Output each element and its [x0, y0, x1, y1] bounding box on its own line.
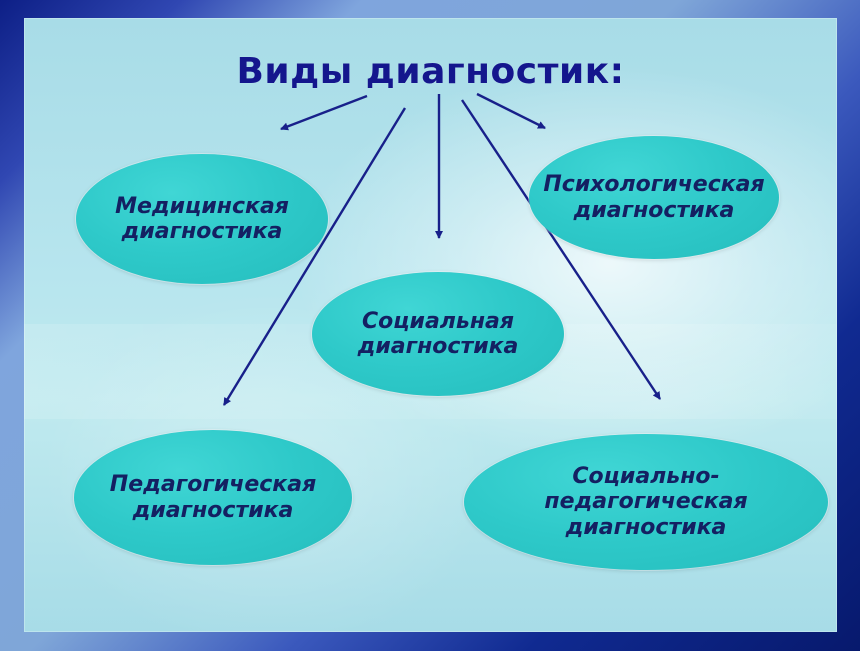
node-social-pedagogical: Социально-педагогическая диагностика [464, 434, 828, 570]
node-pedagogical: Педагогическая диагностика [74, 430, 352, 565]
arrow-to-social-pedagogical [460, 99, 662, 400]
diagram-title: Виды диагностик: [236, 51, 625, 92]
node-psychological: Психологическая диагностика [529, 136, 779, 259]
node-medical-label: Медицинская диагностика [115, 193, 289, 244]
node-social-pedagogical-label: Социально-педагогическая диагностика [544, 464, 748, 540]
node-social: Социальная диагностика [312, 272, 564, 396]
arrow-to-pedagogical [222, 107, 407, 406]
node-psychological-label: Психологическая диагностика [543, 172, 765, 223]
node-medical: Медицинская диагностика [76, 154, 328, 284]
arrow-to-medical [280, 94, 368, 131]
node-pedagogical-label: Педагогическая диагностика [109, 472, 317, 523]
arrow-to-psychological [476, 92, 546, 130]
slide: Виды диагностик: Медицинская диагностика… [24, 18, 837, 632]
diagram-connectors [222, 92, 662, 406]
node-social-label: Социальная диагностика [357, 308, 519, 359]
